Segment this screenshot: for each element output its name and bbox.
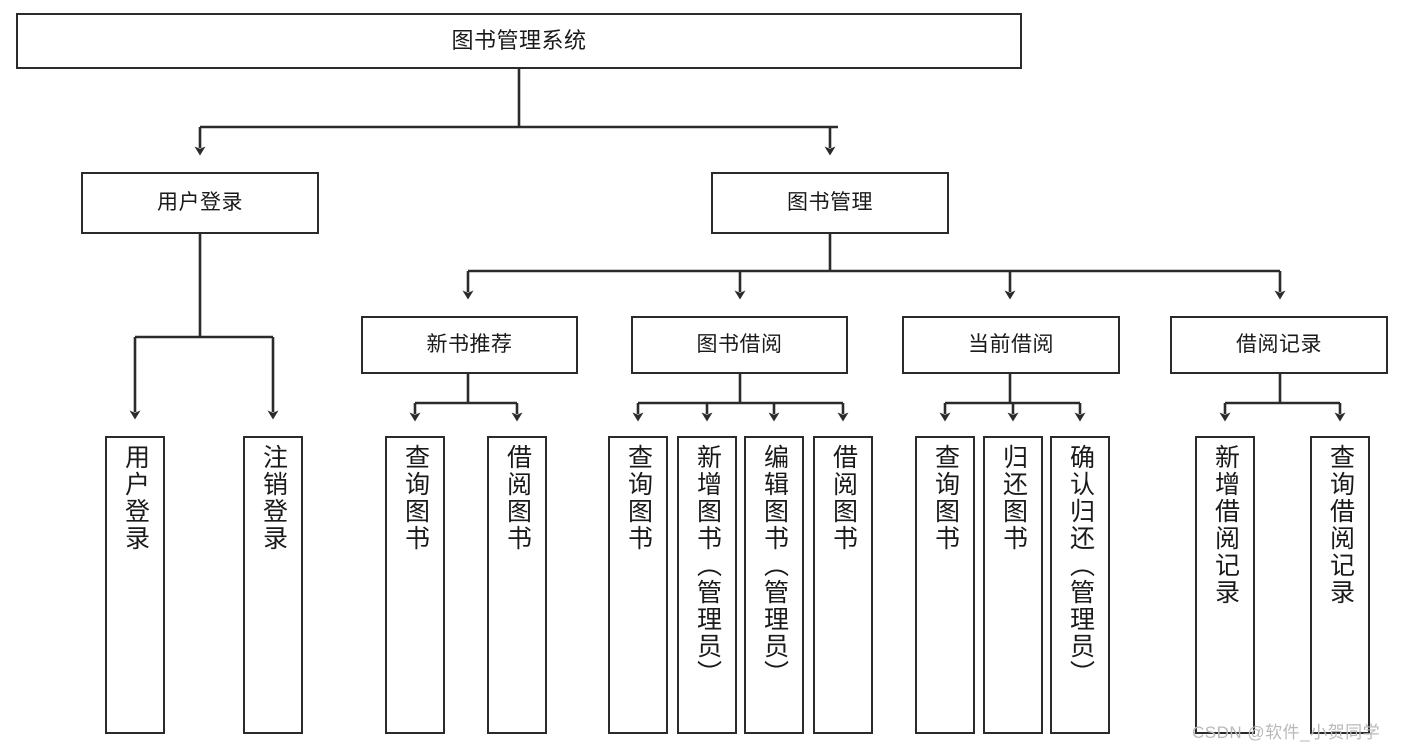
node-leaf-query-book-2-label: 查询图书 <box>624 444 653 552</box>
node-user-login-label: 用户登录 <box>157 190 243 214</box>
node-root[interactable]: 图书管理系统 <box>16 13 1022 69</box>
node-leaf-logout[interactable]: 注销登录 <box>243 436 303 734</box>
node-leaf-borrow-book-1-label: 借阅图书 <box>503 444 532 552</box>
node-leaf-user-login[interactable]: 用户登录 <box>105 436 165 734</box>
node-leaf-query-book-2[interactable]: 查询图书 <box>608 436 668 734</box>
node-current-borrow[interactable]: 当前借阅 <box>902 316 1120 374</box>
node-borrow-record-label: 借阅记录 <box>1236 332 1322 356</box>
node-leaf-borrow-book-2-label: 借阅图书 <box>829 444 858 552</box>
node-leaf-query-book-3-label: 查询图书 <box>931 444 960 552</box>
node-leaf-query-record-label: 查询借阅记录 <box>1326 444 1355 606</box>
node-leaf-query-book-1[interactable]: 查询图书 <box>385 436 445 734</box>
node-leaf-borrow-book-2[interactable]: 借阅图书 <box>813 436 873 734</box>
node-user-login[interactable]: 用户登录 <box>81 172 319 234</box>
node-root-label: 图书管理系统 <box>451 28 587 54</box>
node-leaf-query-record[interactable]: 查询借阅记录 <box>1310 436 1370 734</box>
node-leaf-logout-label: 注销登录 <box>259 444 288 552</box>
node-leaf-borrow-book-1[interactable]: 借阅图书 <box>487 436 547 734</box>
node-new-book-recommend-label: 新书推荐 <box>426 332 513 356</box>
node-leaf-user-login-label: 用户登录 <box>121 444 150 552</box>
node-leaf-edit-book-label: 编辑图书（管理员） <box>760 444 789 687</box>
node-leaf-add-book-label: 新增图书（管理员） <box>693 444 722 687</box>
node-leaf-query-book-1-label: 查询图书 <box>401 444 430 552</box>
node-book-borrow-label: 图书借阅 <box>696 332 783 356</box>
csdn-watermark: CSDN @软件_小贺同学 <box>1192 723 1381 742</box>
node-leaf-add-book[interactable]: 新增图书（管理员） <box>677 436 737 734</box>
node-book-manage-label: 图书管理 <box>787 190 873 214</box>
node-leaf-return-book[interactable]: 归还图书 <box>983 436 1043 734</box>
node-book-manage[interactable]: 图书管理 <box>711 172 949 234</box>
node-current-borrow-label: 当前借阅 <box>968 332 1054 356</box>
node-borrow-record[interactable]: 借阅记录 <box>1170 316 1388 374</box>
node-leaf-return-book-label: 归还图书 <box>999 444 1028 552</box>
node-leaf-add-record[interactable]: 新增借阅记录 <box>1195 436 1255 734</box>
node-leaf-confirm-return[interactable]: 确认归还（管理员） <box>1050 436 1110 734</box>
node-leaf-add-record-label: 新增借阅记录 <box>1211 444 1240 606</box>
node-leaf-confirm-return-label: 确认归还（管理员） <box>1066 444 1095 687</box>
node-leaf-edit-book[interactable]: 编辑图书（管理员） <box>744 436 804 734</box>
node-leaf-query-book-3[interactable]: 查询图书 <box>915 436 975 734</box>
node-book-borrow[interactable]: 图书借阅 <box>631 316 848 374</box>
node-new-book-recommend[interactable]: 新书推荐 <box>361 316 578 374</box>
